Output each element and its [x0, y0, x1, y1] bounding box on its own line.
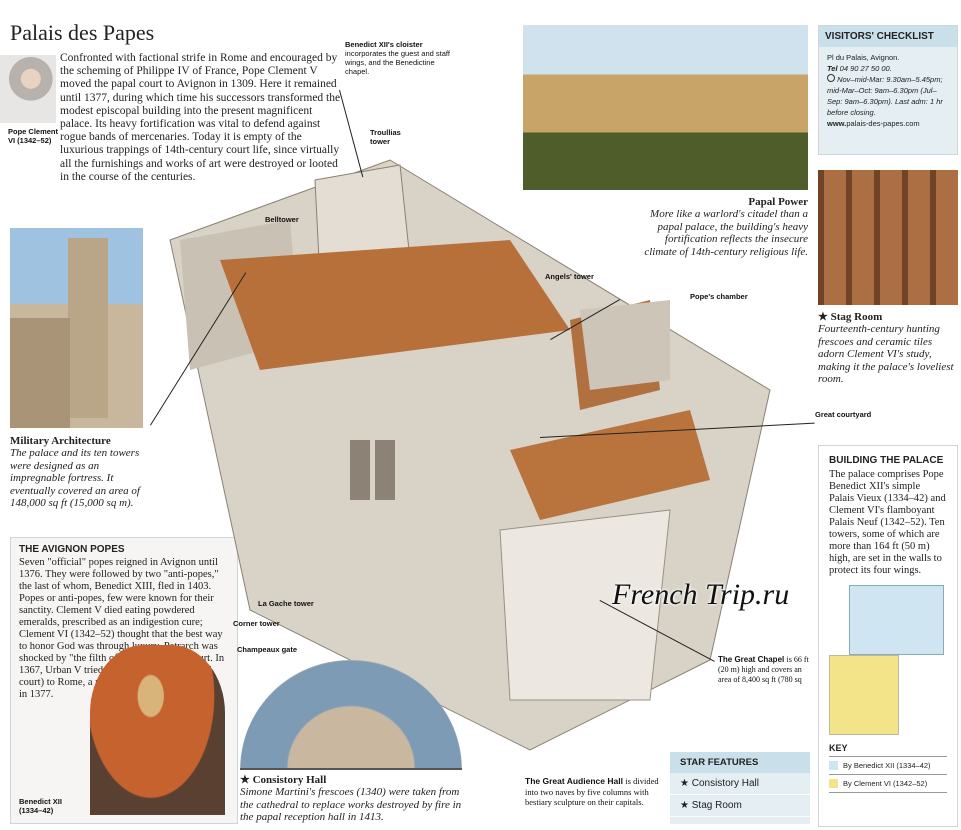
building-the-palace-box: BUILDING THE PALACE The palace comprises…	[818, 445, 958, 827]
papal-palace-photo	[523, 25, 808, 190]
stag-room-caption: ★ Stag Room Fourteenth-century hunting f…	[818, 310, 958, 386]
opening-hours: Nov–mid-Mar: 9.30am–5.45pm; mid-Mar–Oct:…	[827, 75, 943, 117]
box-title: VISITORS' CHECKLIST	[819, 26, 957, 47]
pope-clement-portrait	[0, 55, 56, 123]
caption-text: Simone Martini's frescoes (1340) were ta…	[240, 786, 462, 823]
popes-chamber-label: Pope's chamber	[690, 292, 748, 301]
checklist-body: Pl du Palais, Avignon. Tel 04 90 27 50 0…	[819, 47, 957, 134]
caption-line: Benedict XII	[19, 797, 62, 806]
label-bold: Benedict XII's cloister	[345, 40, 423, 49]
audience-hall-label: The Great Audience Hall is divided into …	[525, 776, 665, 808]
caption-line: (1334–42)	[19, 806, 54, 815]
corner-tower-label: Corner tower	[233, 619, 280, 628]
key-row-clement: By Clement VI (1342–52)	[829, 774, 947, 793]
consistory-caption: ★ Consistory Hall Simone Martini's fresc…	[240, 773, 475, 824]
military-architecture-photo	[10, 228, 143, 428]
caption-line: VI (1342–52)	[8, 136, 52, 145]
tel-label: Tel	[827, 64, 838, 73]
label-text: is 66 ft (20 m) high and covers an area …	[718, 655, 809, 684]
champeaux-label: Champeaux gate	[237, 645, 298, 654]
great-chapel-label: The Great Chapel is 66 ft (20 m) high an…	[718, 655, 810, 685]
military-caption: Military Architecture The palace and its…	[10, 435, 145, 510]
caption-title: ★ Stag Room	[818, 311, 883, 323]
great-courtyard-label: Great courtyard	[815, 410, 872, 419]
papal-power-caption: Papal Power More like a warlord's citade…	[630, 196, 808, 258]
caption-text: More like a warlord's citadel than a pap…	[644, 208, 808, 258]
label-bold: The Great Audience Hall	[525, 776, 623, 786]
website-link[interactable]: www.palais-des-papes.com	[827, 118, 949, 129]
watermark: French Trip.ru	[612, 578, 790, 611]
address: Pl du Palais, Avignon.	[827, 53, 900, 62]
swatch	[829, 779, 838, 788]
caption-line: Pope Clement	[8, 127, 59, 136]
star-features-box: STAR FEATURES ★ Consistory Hall ★ Stag R…	[670, 752, 810, 824]
la-gache-label: La Gache tower	[258, 599, 314, 608]
caption-text: The palace and its ten towers were desig…	[10, 447, 140, 509]
benedict-caption: Benedict XII(1334–42)	[19, 797, 62, 815]
key-label: By Clement VI (1342–52)	[843, 779, 928, 788]
angels-tower-label: Angels' tower	[545, 272, 594, 281]
key-title: KEY	[829, 743, 848, 753]
swatch	[829, 761, 838, 770]
stag-room-photo	[818, 170, 958, 305]
caption-title: ★ Consistory Hall	[240, 774, 327, 786]
caption-title: Military Architecture	[10, 435, 111, 447]
star-feature-consistory-hall[interactable]: ★ Consistory Hall	[670, 773, 810, 795]
box-title: THE AVIGNON POPES	[19, 544, 125, 555]
tel: 04 90 27 50 00.	[839, 64, 892, 73]
page-title: Palais des Papes	[10, 20, 155, 45]
key-label: By Benedict XII (1334–42)	[843, 761, 931, 770]
benedict-portrait	[90, 645, 225, 815]
key: KEY By Benedict XII (1334–42) By Clement…	[819, 743, 957, 793]
label-text: incorporates the guest and staff wings, …	[345, 49, 450, 76]
key-row-benedict: By Benedict XII (1334–42)	[829, 756, 947, 774]
box-title: STAR FEATURES	[670, 752, 810, 773]
troullias-label: Troullias tower	[370, 128, 401, 146]
clock-icon	[827, 74, 835, 82]
caption-text: Fourteenth-century hunting frescoes and …	[818, 323, 954, 385]
star-feature-stag-room[interactable]: ★ Stag Room	[670, 795, 810, 817]
visitors-checklist: VISITORS' CHECKLIST Pl du Palais, Avigno…	[818, 25, 958, 155]
palace-cutaway-illustration	[169, 159, 771, 751]
web-prefix: www.	[827, 119, 847, 128]
palace-floor-plan	[829, 585, 947, 735]
label-bold: The Great Chapel	[718, 655, 785, 664]
label-text: is divided into two naves by five column…	[525, 776, 659, 807]
intro-text: Confronted with factional strife in Rome…	[60, 52, 341, 183]
belltower-label: Belltower	[265, 215, 299, 224]
caption-title: Papal Power	[748, 196, 808, 208]
web-domain: palais-des-papes.com	[846, 119, 920, 128]
box-title: BUILDING THE PALACE	[829, 455, 944, 466]
cloister-label: Benedict XII's cloister incorporates the…	[345, 40, 460, 76]
box-text: The palace comprises Pope Benedict XII's…	[829, 469, 946, 576]
